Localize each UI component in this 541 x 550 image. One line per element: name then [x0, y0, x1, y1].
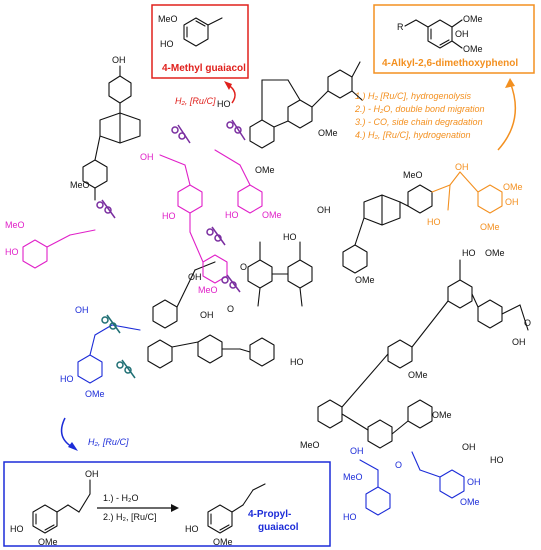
meo-label-right: MeO	[403, 170, 423, 180]
cleavage-markers	[96, 119, 246, 379]
ho-label-mid: HO	[283, 232, 297, 242]
blue-ho-low: HO	[343, 512, 357, 522]
ho-label-low-right: HO	[490, 455, 504, 465]
oh-top-label: OH	[112, 55, 126, 65]
methyl-guaiacol-title: 4-Methyl guaiacol	[162, 63, 246, 74]
ho-label: HO	[160, 39, 174, 49]
lignin-backbone	[82, 61, 529, 449]
box-step-2: 2.) H₂, [Ru/C]	[103, 512, 157, 522]
methyl-guaiacol-box	[151, 4, 249, 79]
magenta-fragment	[22, 149, 263, 284]
propyl-guaiacol-box-group: OH HO OMe 1.) - H₂O 2.) H₂, [Ru/C] HO OM…	[3, 461, 331, 547]
propyl-guaiacol-title-2: guaiacol	[258, 522, 299, 533]
orange-reaction-steps: 1.) H₂ [Ru/C], hydrogenolysis 2.) - H₂O,…	[354, 78, 517, 151]
alkyl-dimethoxyphenol-title: 4-Alkyl-2,6-dimethoxyphenol	[382, 58, 518, 69]
orange-ho: HO	[427, 217, 441, 227]
magenta-ho-3: HO	[225, 210, 239, 220]
propyl-ome-left2: OMe	[213, 537, 233, 547]
meo-label-low: MeO	[300, 440, 320, 450]
propyl-ho-left2: HO	[185, 524, 199, 534]
oh-label-mid: OH	[317, 205, 331, 215]
blue-oh-low: OH	[467, 477, 481, 487]
orange-fragment-labels: OMe OH OMe OH HO	[427, 162, 523, 232]
ho-label-low-mid: HO	[290, 357, 304, 367]
ome-top-label: OMe	[463, 14, 483, 24]
magenta-ho: HO	[5, 247, 19, 257]
o-label-center: O	[240, 262, 247, 272]
blue-oh: OH	[75, 305, 89, 315]
ho-label-right: HO	[462, 248, 476, 258]
blue-arrow-label: H₂, [Ru/C]	[88, 437, 129, 447]
ome-bottom-label: OMe	[463, 44, 483, 54]
magenta-ome: OMe	[262, 210, 282, 220]
scissors-icon-teal	[101, 314, 136, 379]
blue-reaction-arrow: H₂, [Ru/C]	[60, 417, 129, 451]
blue-meo-low: MeO	[343, 472, 363, 482]
blue-fragment-labels: HO OMe OH MeO HO O OH OMe OH	[60, 305, 481, 522]
propyl-ome-left1: OMe	[38, 537, 58, 547]
ome-label-top: OMe	[318, 128, 338, 138]
magenta-ho-2: HO	[162, 211, 176, 221]
methyl-guaiacol-product: MeO HO 4-Methyl guaiacol	[151, 4, 249, 79]
oh-label-coumaran: OH	[188, 272, 202, 282]
alkyl-dimethoxyphenol-product: R OMe OH OMe 4-Alkyl-2,6-dimethoxyphenol	[373, 4, 535, 74]
blue-oh-low-2: OH	[350, 446, 364, 456]
ho-label-top: HO	[217, 99, 231, 109]
box-reaction-arrowhead	[171, 504, 179, 512]
orange-step-1: 1.) H₂ [Ru/C], hydrogenolysis	[355, 91, 471, 101]
ome-label-right: OMe	[485, 248, 505, 258]
magenta-oh-1: OH	[140, 152, 154, 162]
o-label-right: O	[524, 318, 531, 328]
scissors-icon	[96, 119, 246, 293]
blue-fragments	[77, 324, 465, 516]
orange-ome-bottom: OMe	[480, 222, 500, 232]
orange-arrowhead	[505, 78, 515, 88]
orange-ome-top: OMe	[503, 182, 523, 192]
alkyl-dimethoxyphenol-box	[373, 4, 535, 74]
propyl-guaiacol-box	[3, 461, 331, 547]
r-group-label: R	[397, 22, 404, 32]
oh-label: OH	[455, 29, 469, 39]
orange-step-3: 3.) - CO, side chain degradation	[355, 117, 483, 127]
propyl-oh-top: OH	[85, 469, 99, 479]
propyl-guaiacol-title-1: 4-Propyl-	[248, 509, 291, 520]
blue-ho: HO	[60, 374, 74, 384]
magenta-meo-2: MeO	[198, 285, 218, 295]
orange-oh-2: OH	[455, 162, 469, 172]
orange-arrow	[497, 81, 517, 151]
blue-ome-low: OMe	[460, 497, 480, 507]
propyl-ho-left1: HO	[10, 524, 24, 534]
box-step-1: 1.) - H₂O	[103, 493, 139, 503]
blue-o-low: O	[395, 460, 402, 470]
orange-step-4: 4.) H₂, [Ru/C], hydrogenation	[355, 130, 471, 140]
o-label-low-center: O	[227, 304, 234, 314]
ome-label-mid: OMe	[255, 165, 275, 175]
ome-label-low-right2: OMe	[432, 410, 452, 420]
oh-label-low-left: OH	[200, 310, 214, 320]
magenta-meo: MeO	[5, 220, 25, 230]
meo-label-left: MeO	[70, 180, 90, 190]
oh-label-right: OH	[512, 337, 526, 347]
orange-fragment	[431, 171, 503, 214]
meo-label: MeO	[158, 14, 178, 24]
red-reaction-arrow: H₂, [Ru/C]	[175, 81, 236, 106]
oh-label-low-right: OH	[462, 442, 476, 452]
ome-label-center: OMe	[355, 275, 375, 285]
lignin-atom-labels: OH HO MeO OMe OMe MeO OH HO OMe HO OMe O…	[70, 55, 531, 465]
red-arrow-label: H₂, [Ru/C]	[175, 96, 216, 106]
blue-ome: OMe	[85, 389, 105, 399]
orange-step-2: 2.) - H₂O, double bond migration	[354, 104, 485, 114]
magenta-labels: OH MeO HO HO HO OMe MeO	[5, 152, 282, 295]
ome-label-low-right: OMe	[408, 370, 428, 380]
orange-oh: OH	[505, 197, 519, 207]
